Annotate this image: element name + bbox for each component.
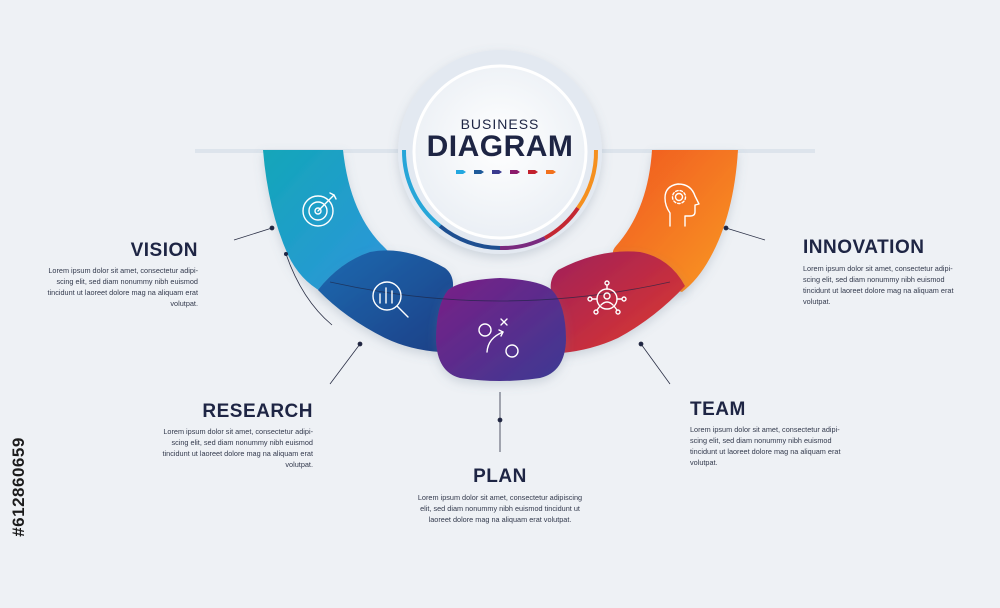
vision-outer-arc-dot	[284, 252, 288, 256]
plan-description: Lorem ipsum dolor sit amet, consectetur …	[417, 493, 583, 524]
research-connector-dot	[357, 341, 363, 347]
diagram-kicker: BUSINESS	[460, 116, 540, 132]
arrow-dot	[510, 170, 520, 174]
plan-connector-dot	[497, 417, 503, 423]
center-arrow-dots	[456, 170, 556, 174]
team-description: Lorem ipsum dolor sit amet, consectetur …	[690, 425, 841, 467]
vision-connector-dot	[269, 225, 275, 231]
diagram-title: DIAGRAM	[426, 130, 574, 163]
vision-description: Lorem ipsum dolor sit amet, consectetur …	[47, 266, 199, 308]
magnifier-chart-icon	[372, 281, 409, 318]
center-ring-arc-innovation	[576, 149, 599, 210]
center-circle	[412, 64, 588, 240]
team-connector-dot	[638, 341, 644, 347]
team-network-icon	[587, 280, 627, 315]
vision-segment[interactable]	[263, 150, 390, 292]
vision-title: VISION	[130, 240, 198, 261]
stock-id-label: #612860659	[8, 372, 30, 602]
center-ring-arc-plan	[499, 236, 546, 251]
plan-segment[interactable]	[436, 278, 566, 381]
research-title: RESEARCH	[202, 401, 313, 422]
vision-outer-arc	[285, 253, 333, 326]
research-connector	[329, 343, 361, 385]
strategy-play-icon	[478, 318, 519, 358]
center-ring-arc-team	[544, 206, 580, 240]
team-segment[interactable]	[550, 251, 685, 353]
innovation-connector	[725, 227, 766, 241]
vision-connector	[233, 227, 273, 241]
head-gear-icon	[664, 183, 700, 227]
arrow-dot	[456, 170, 466, 174]
center-ring-arc-vision	[401, 149, 442, 228]
plan-title: PLAN	[473, 466, 527, 487]
arrow-dot	[492, 170, 502, 174]
stock-id-text: #612860659	[9, 437, 29, 537]
center-ring-arc-research	[438, 224, 501, 250]
innovation-title: INNOVATION	[803, 237, 925, 258]
arrow-dot	[474, 170, 484, 174]
team-connector	[640, 343, 671, 385]
arrow-dot	[528, 170, 538, 174]
target-icon	[302, 192, 337, 227]
innovation-description: Lorem ipsum dolor sit amet, consectetur …	[803, 264, 954, 306]
research-description: Lorem ipsum dolor sit amet, consectetur …	[162, 427, 314, 469]
arrow-dot	[546, 170, 556, 174]
innovation-connector-dot	[723, 225, 729, 231]
team-title: TEAM	[690, 399, 746, 420]
